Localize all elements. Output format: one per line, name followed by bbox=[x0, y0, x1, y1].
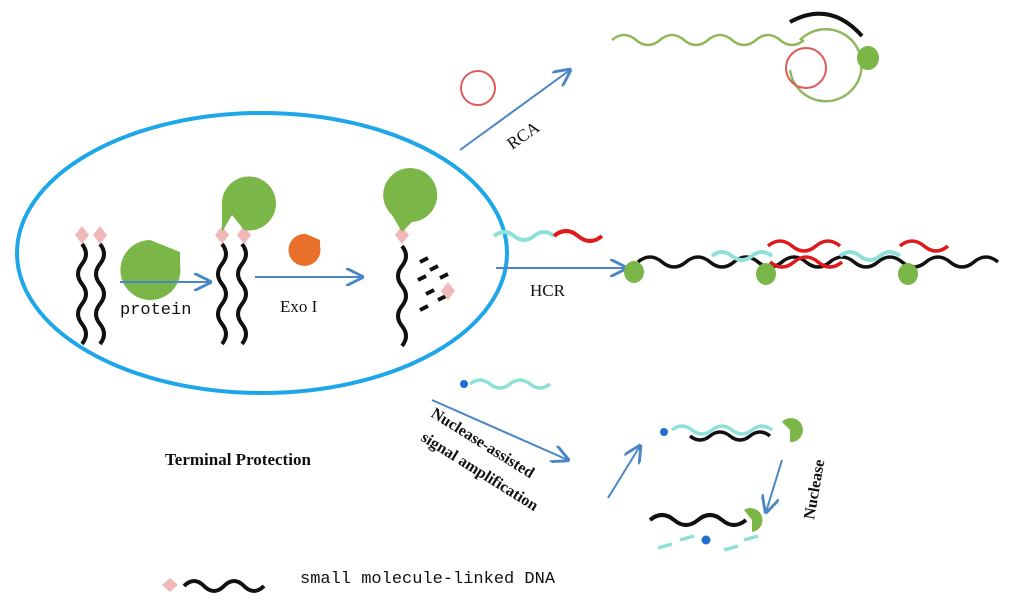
small-molecule-marker bbox=[75, 226, 89, 244]
rca-product bbox=[611, 11, 879, 103]
reporter-dot bbox=[660, 428, 668, 436]
small-molecule-marker bbox=[237, 226, 251, 244]
nuclease-probe bbox=[460, 378, 552, 390]
protein-label: protein bbox=[120, 301, 191, 320]
reporter-dot bbox=[460, 380, 468, 388]
digested-probe-fragments bbox=[657, 534, 759, 552]
rca-arrow bbox=[459, 70, 570, 151]
hcr-hairpin bbox=[492, 229, 604, 243]
legend-dna-strand bbox=[182, 579, 266, 593]
protein-shape bbox=[120, 240, 181, 300]
hcr-label: HCR bbox=[530, 281, 566, 300]
small-molecule-marker bbox=[215, 226, 229, 244]
dna-pair-initial bbox=[75, 226, 107, 346]
legend: small molecule-linked DNA bbox=[162, 570, 556, 593]
nuclease-complex bbox=[660, 418, 803, 443]
dna-pair-protected bbox=[215, 176, 276, 346]
legend-small-molecule-marker bbox=[162, 578, 178, 592]
terminal-protection-ellipse bbox=[15, 111, 509, 395]
terminal-protection-label: Terminal Protection bbox=[165, 450, 311, 469]
rca-label: RCA bbox=[503, 117, 543, 153]
nuclease-label: Nuclease bbox=[801, 458, 828, 520]
dna-single-protected bbox=[383, 168, 438, 348]
hcr-product bbox=[624, 239, 1000, 285]
nuclease-product bbox=[648, 508, 763, 552]
small-molecule-marker bbox=[395, 226, 409, 244]
protein-label-ball bbox=[782, 418, 803, 443]
nuclease-cycle-arrow-down bbox=[766, 459, 783, 512]
protein-label-ball bbox=[857, 46, 879, 70]
small-molecule-marker bbox=[93, 226, 107, 244]
protein-label-ball bbox=[756, 263, 776, 285]
reporter-dot bbox=[701, 535, 711, 545]
dna-fragments bbox=[417, 256, 449, 312]
protein-label-ball bbox=[624, 261, 644, 283]
protein-shape-bound bbox=[383, 168, 438, 232]
protein-label-ball bbox=[744, 508, 763, 532]
small-molecule-marker-free bbox=[441, 282, 455, 300]
protein-label-ball bbox=[898, 263, 918, 285]
protein-shape-bound bbox=[221, 176, 276, 232]
nuclease-arrow bbox=[431, 399, 568, 460]
cycle-arrow-up bbox=[607, 446, 640, 499]
exo-label: Exo I bbox=[280, 297, 318, 316]
exo-enzyme-shape bbox=[288, 233, 321, 266]
legend-label: small molecule-linked DNA bbox=[300, 570, 556, 589]
rca-template-circle bbox=[460, 70, 496, 106]
